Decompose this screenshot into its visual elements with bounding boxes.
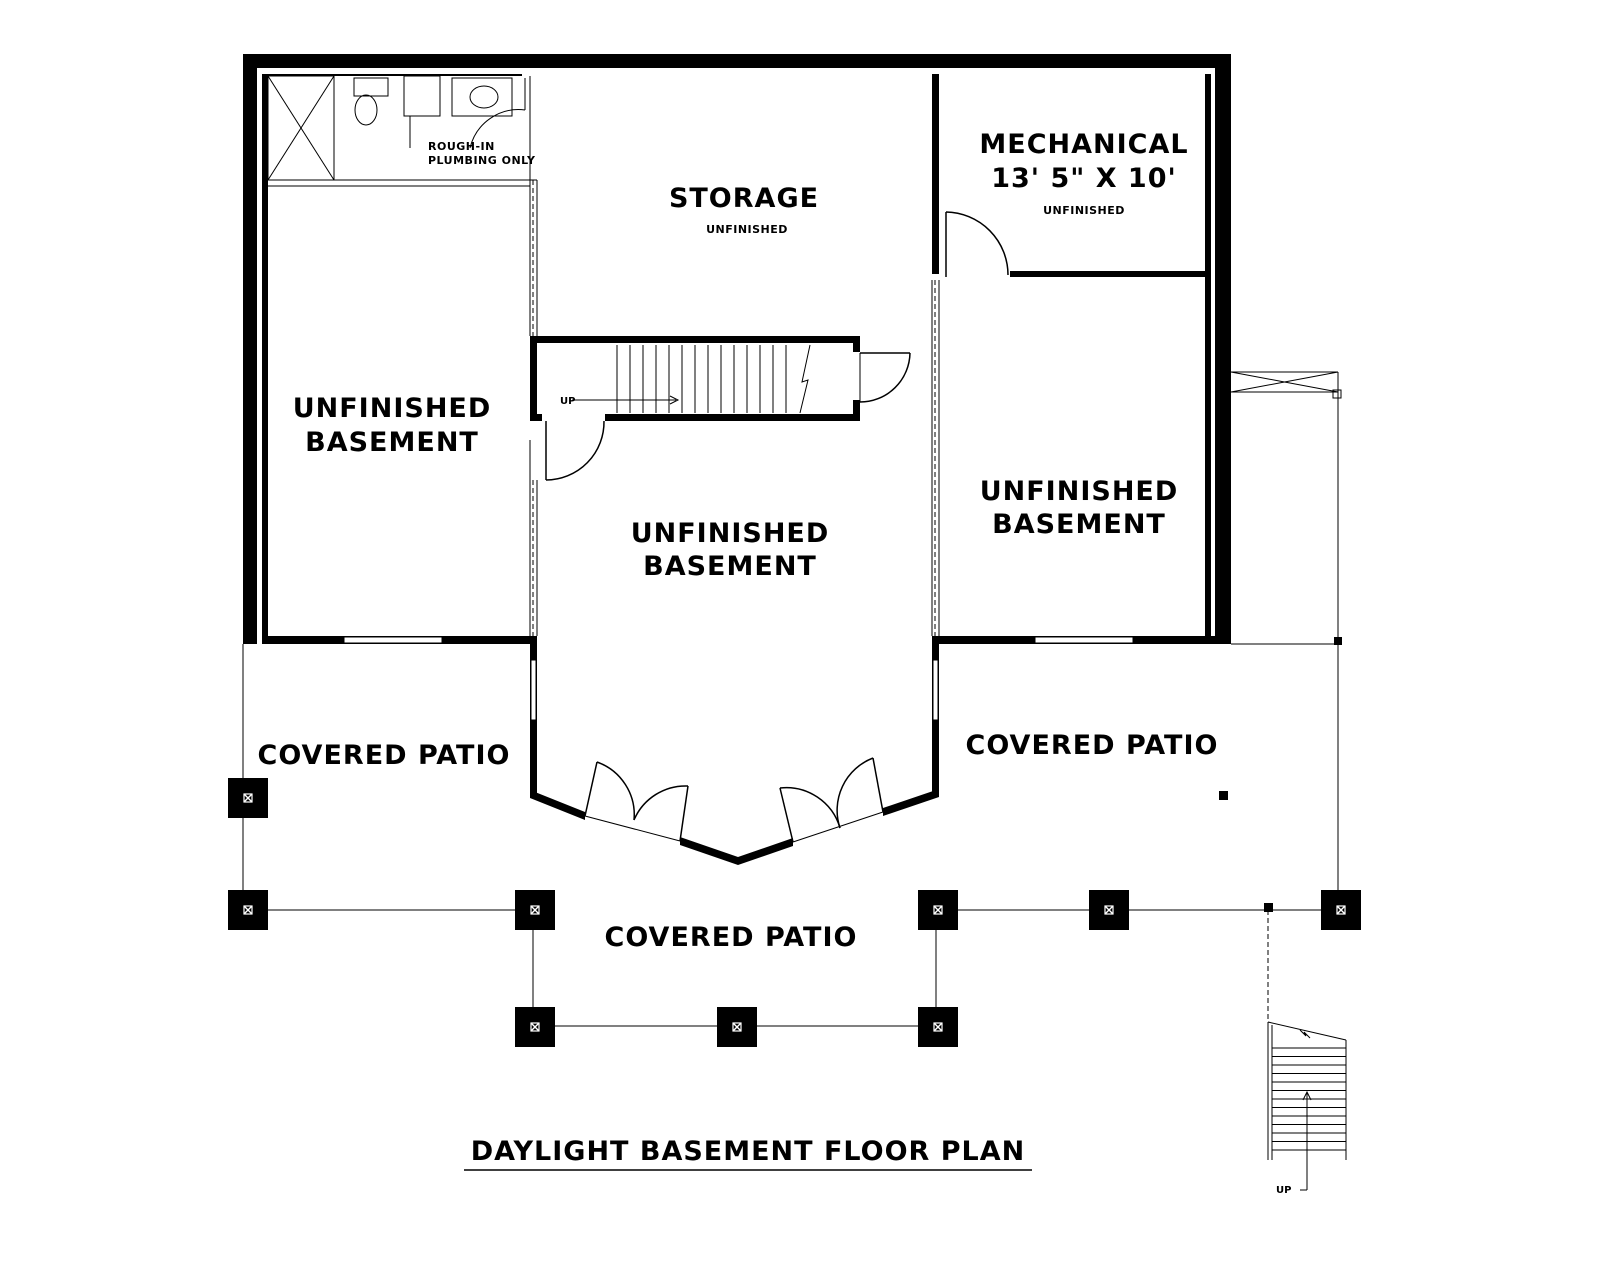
- patio-post: [228, 890, 268, 930]
- patio-right-label: COVERED PATIO: [966, 730, 1219, 761]
- patio-post: [515, 890, 555, 930]
- window-left: [343, 636, 443, 644]
- patio-post: [228, 778, 268, 818]
- plan-title: DAYLIGHT BASEMENT FLOOR PLAN: [471, 1136, 1025, 1167]
- exterior-stair-break: [1299, 1029, 1311, 1039]
- basement-center-label-2: BASEMENT: [643, 551, 817, 582]
- exterior-stair-top: [1267, 1021, 1347, 1041]
- bay-window-wall: [530, 636, 939, 865]
- patio-post: [1321, 890, 1361, 930]
- window-right: [1034, 636, 1134, 644]
- stair-break-line: [799, 344, 811, 414]
- storage-note: UNFINISHED: [706, 223, 788, 236]
- exterior-stairs-label: UP: [1276, 1185, 1291, 1196]
- exterior-stairs: [1267, 1021, 1347, 1191]
- patio-front-label: COVERED PATIO: [605, 922, 858, 953]
- patio-post: [918, 1007, 958, 1047]
- partition-lines: [268, 76, 940, 636]
- patio-post: [918, 890, 958, 930]
- basement-right-label-2: BASEMENT: [992, 509, 1166, 540]
- interior-stairs-label: UP: [560, 396, 575, 407]
- interior-stairs: [616, 344, 811, 414]
- mechanical-label: MECHANICAL: [979, 129, 1188, 160]
- basement-left-label-1: UNFINISHED: [293, 393, 492, 424]
- patio-posts: [228, 778, 1361, 1047]
- interior-walls: [530, 74, 1210, 421]
- patio-left-label: COVERED PATIO: [258, 740, 511, 771]
- patio-post: [1089, 890, 1129, 930]
- basement-center-label-1: UNFINISHED: [631, 518, 830, 549]
- mechanical-note: UNFINISHED: [1043, 204, 1125, 217]
- patio-post: [717, 1007, 757, 1047]
- doors: [545, 211, 1009, 481]
- mechanical-dimensions: 13' 5" X 10': [991, 163, 1177, 194]
- patio-post: [515, 1007, 555, 1047]
- exterior-stair-arrowhead: [1302, 1090, 1312, 1101]
- basement-left-label-2: BASEMENT: [305, 427, 479, 458]
- bath-note-line2: PLUMBING ONLY: [428, 154, 536, 167]
- basement-right-label-1: UNFINISHED: [980, 476, 1179, 507]
- bathroom: [267, 75, 526, 181]
- bath-note-line1: ROUGH-IN: [428, 140, 495, 153]
- storage-label: STORAGE: [669, 183, 819, 214]
